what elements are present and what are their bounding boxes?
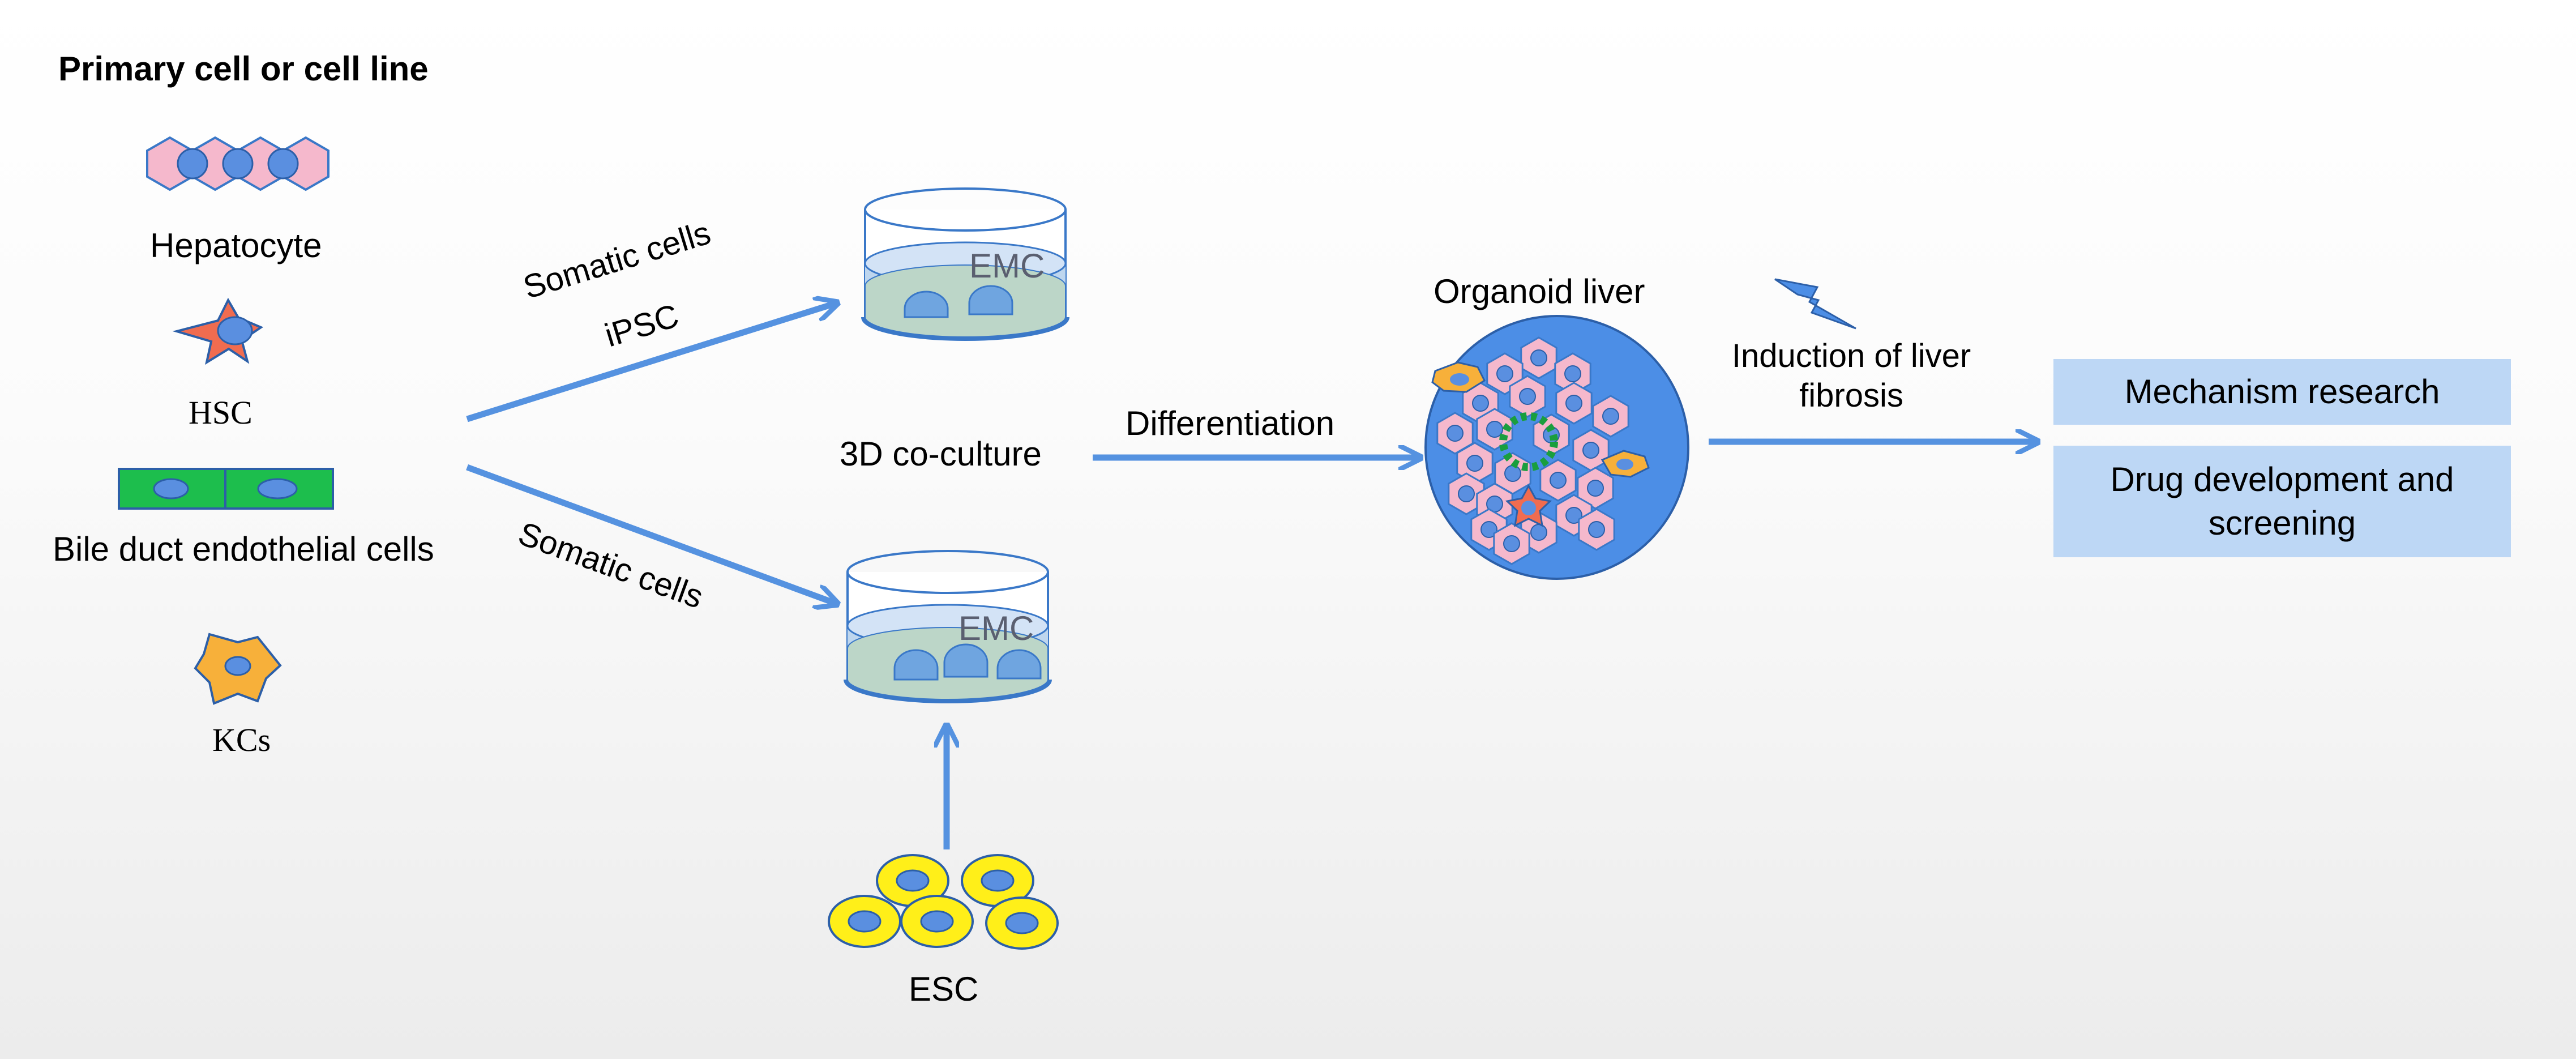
application-mechanism-research: Mechanism research (2053, 359, 2511, 425)
hsc-label: HSC (189, 394, 253, 431)
esc-cells-icon (828, 854, 1059, 950)
drug-development-text: Drug development and screening (2110, 460, 2454, 542)
organoid-hepatocyte-nucleus (1447, 425, 1464, 442)
upper-arrow (466, 304, 835, 422)
induction-label-line2: fibrosis (1799, 377, 1903, 414)
induction-label: Induction of liver fibrosis (1710, 336, 1993, 415)
hepatocyte-icon (146, 136, 330, 191)
lower-arrow (466, 464, 835, 603)
co-culture-label: 3D co-culture (840, 435, 1042, 473)
organoid-hepatocyte-nucleus (1472, 395, 1489, 412)
organoid-hepatocyte-nucleus (1530, 524, 1547, 541)
hsc-icon (172, 297, 264, 365)
organoid-hepatocyte-nucleus (1565, 507, 1582, 524)
application-drug-development: Drug development and screening (2053, 446, 2511, 557)
organoid-liver (1424, 315, 1689, 580)
top-culture-dish (861, 187, 1069, 341)
differentiation-label: Differentiation (1126, 404, 1335, 442)
organoid-hepatocyte-nucleus (1519, 388, 1536, 405)
organoid-hepatocyte-nucleus (1503, 535, 1520, 552)
organoid-hepatocyte-nucleus (1530, 349, 1547, 366)
organoid-hepatocyte-nucleus (1588, 521, 1605, 538)
kcs-label: KCs (212, 721, 271, 758)
hepatocyte-label: Hepatocyte (150, 227, 322, 264)
esc-label: ESC (909, 970, 979, 1008)
organoid-hepatocyte-nucleus (1550, 472, 1567, 489)
kc-icon (194, 633, 282, 705)
bile-duct-cells-icon (118, 468, 334, 510)
bile-duct-label: Bile duct endothelial cells (53, 530, 434, 568)
organoid-hepatocyte-nucleus (1504, 465, 1521, 482)
organoid-hepatocyte-nucleus (1480, 521, 1497, 538)
organoid-hepatocyte-nucleus (1587, 480, 1604, 497)
organoid-hepatocyte-nucleus (1466, 455, 1483, 472)
organoid-liver-label: Organoid liver (1434, 272, 1645, 310)
organoid-kc-icon (1431, 361, 1650, 478)
organoid-hepatocyte-nucleus (1582, 442, 1599, 459)
bottom-culture-dish (844, 550, 1052, 703)
induction-label-line1: Induction of liver (1731, 338, 1971, 374)
organoid-hsc-icon (1505, 484, 1552, 527)
organoid-hepatocyte-nucleus (1496, 365, 1513, 382)
top-dish-emc-label: EMC (969, 247, 1045, 285)
organoid-hepatocyte-nucleus (1564, 365, 1581, 382)
organoid-hepatocyte-nucleus (1458, 485, 1475, 502)
hepatocyte-cluster (1436, 336, 1629, 565)
lightning-icon (1774, 278, 1856, 330)
organoid-hepatocyte-nucleus (1486, 421, 1503, 438)
organoid-hepatocyte-nucleus (1602, 408, 1619, 425)
bottom-dish-emc-label: EMC (958, 609, 1034, 647)
organoid-hepatocyte-nucleus (1565, 395, 1582, 412)
diagram-title: Primary cell or cell line (58, 50, 429, 88)
